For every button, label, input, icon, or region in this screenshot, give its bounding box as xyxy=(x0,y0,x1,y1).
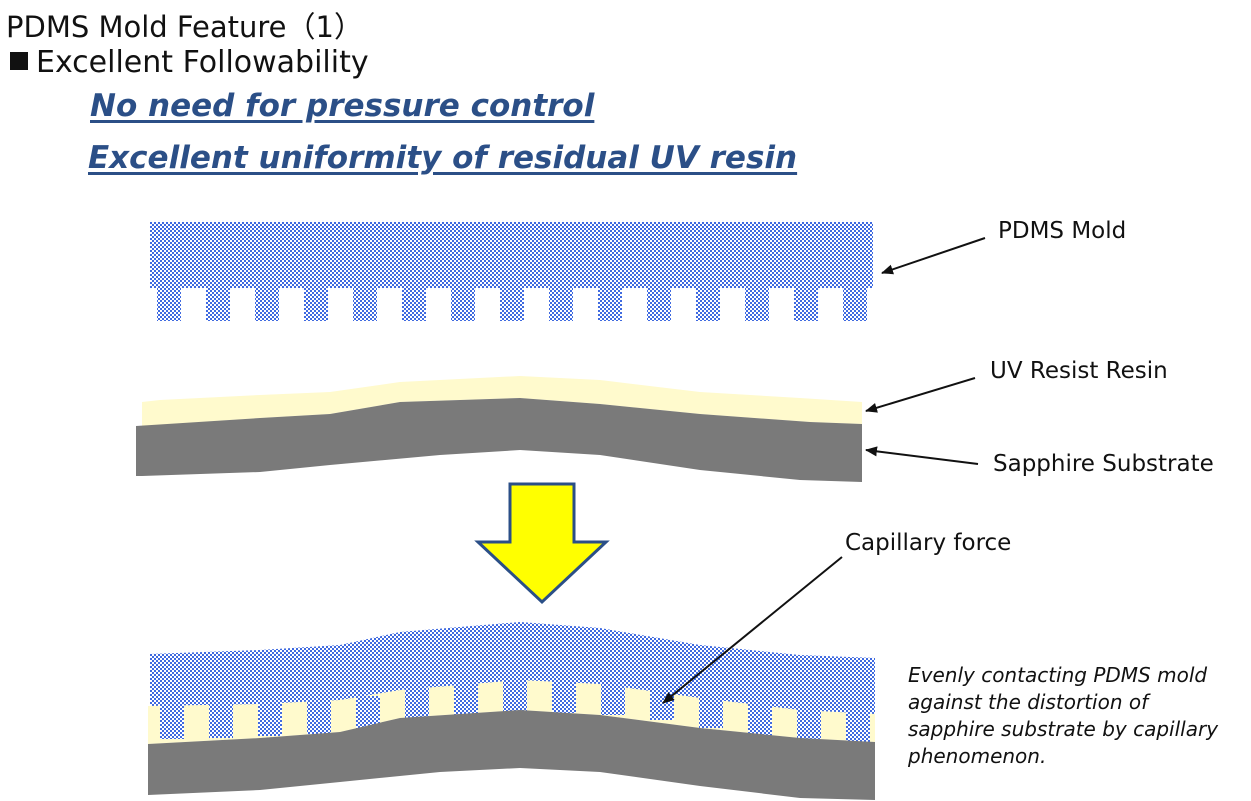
label-uv-resin: UV Resist Resin xyxy=(990,358,1168,384)
mold-tooth xyxy=(503,679,527,713)
mold-tooth xyxy=(647,287,671,321)
bullet-heading-text: Excellent Followability xyxy=(36,45,369,80)
down-arrow-icon xyxy=(474,482,610,605)
mold-tooth xyxy=(650,686,674,720)
mold-tooth xyxy=(255,287,279,321)
uv-resin-layer xyxy=(142,376,862,426)
pointer-capillary xyxy=(662,556,843,704)
page-title: PDMS Mold Feature（1） xyxy=(6,10,363,44)
mold-tooth xyxy=(209,704,233,738)
note-line: phenomenon. xyxy=(908,744,1047,768)
mold-tooth xyxy=(598,287,622,321)
mold-tooth xyxy=(402,287,426,321)
mold-tooth xyxy=(699,694,723,728)
headline-uniformity: Excellent uniformity of residual UV resi… xyxy=(88,140,798,176)
pointer-uv-resin xyxy=(865,377,976,413)
pdms-mold-bottom xyxy=(150,622,875,716)
mold-tooth xyxy=(843,287,867,321)
mold-tooth xyxy=(500,287,524,321)
mold-tooth xyxy=(549,287,573,321)
bullet-square-icon xyxy=(10,52,28,70)
mold-tooth xyxy=(794,287,818,321)
pointer-substrate xyxy=(865,446,979,465)
mold-tooth xyxy=(454,682,478,716)
explanation-note: Evenly contacting PDMS mold against the … xyxy=(908,662,1248,770)
mold-tooth xyxy=(160,705,184,739)
note-line: sapphire substrate by capillary xyxy=(908,717,1219,741)
mold-tooth xyxy=(307,700,331,734)
mold-tooth xyxy=(157,287,181,321)
mold-tooth xyxy=(601,681,625,715)
bullet-heading: Excellent Followability xyxy=(10,45,369,80)
mold-tooth xyxy=(696,287,720,321)
mold-tooth xyxy=(451,287,475,321)
pdms-teeth-bottom xyxy=(160,679,870,745)
mold-tooth xyxy=(206,287,230,321)
mold-tooth xyxy=(748,702,772,736)
mold-tooth xyxy=(846,711,870,745)
label-capillary-force: Capillary force xyxy=(845,530,1012,556)
mold-tooth xyxy=(405,688,429,722)
pointer-pdms-mold xyxy=(881,237,986,275)
mold-tooth xyxy=(552,679,576,713)
pdms-mold-top xyxy=(150,222,873,321)
sapphire-substrate xyxy=(136,398,862,482)
mold-tooth xyxy=(304,287,328,321)
note-line: against the distortion of xyxy=(908,690,1149,714)
label-pdms-mold: PDMS Mold xyxy=(998,218,1127,244)
note-line: Evenly contacting PDMS mold xyxy=(908,663,1208,687)
label-sapphire-substrate: Sapphire Substrate xyxy=(993,451,1214,477)
mold-tooth xyxy=(353,287,377,321)
mold-tooth xyxy=(797,708,821,742)
headline-pressure: No need for pressure control xyxy=(90,88,595,124)
mold-tooth xyxy=(258,702,282,736)
mold-tooth xyxy=(745,287,769,321)
sapphire-substrate-bottom xyxy=(148,710,875,800)
